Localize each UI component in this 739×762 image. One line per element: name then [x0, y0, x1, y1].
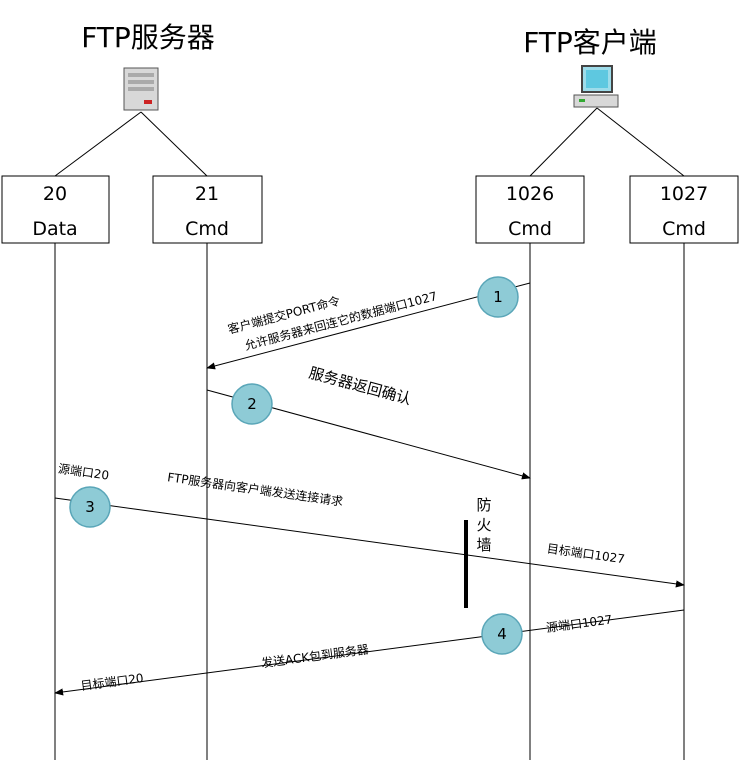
- port-box-20-data: 20 Data: [1, 175, 110, 244]
- port-label: Cmd: [185, 218, 229, 240]
- step-1-label: 客户端提交PORT命令 允许服务器来回连它的数据端口1027: [226, 288, 439, 353]
- step-4-marker: 4: [481, 613, 523, 655]
- port-number: 21: [195, 183, 219, 205]
- arrow-step-4: [54, 609, 685, 696]
- step-3-label: FTP服务器向客户端发送连接请求: [166, 469, 344, 509]
- step-2-marker: 2: [231, 383, 273, 425]
- step-3-source-port: 源端口20: [57, 462, 110, 483]
- step-2-label: 服务器返回确认: [307, 364, 413, 409]
- step-4-source-port: 源端口1027: [545, 613, 613, 636]
- port-number: 20: [43, 183, 67, 205]
- server-title: FTP服务器: [81, 21, 215, 54]
- port-label: Data: [32, 218, 77, 240]
- step-3-target-port: 目标端口1027: [546, 542, 626, 567]
- port-number: 1026: [506, 183, 554, 205]
- step-1-marker: 1: [477, 276, 519, 318]
- icon-connectors: [54, 107, 685, 177]
- svg-text:2: 2: [247, 395, 257, 413]
- step-4-label: 发送ACK包到服务器: [260, 641, 369, 670]
- arrow-step-1: [206, 282, 531, 370]
- port-label: Cmd: [662, 218, 706, 240]
- client-title: FTP客户端: [523, 26, 657, 59]
- arrow-step-3: [54, 497, 685, 588]
- lifelines: [54, 243, 685, 760]
- svg-text:1: 1: [493, 288, 503, 306]
- svg-text:3: 3: [85, 498, 95, 516]
- port-label: Cmd: [508, 218, 552, 240]
- server-icon: [123, 67, 159, 111]
- svg-text:防火墙: 防火墙: [476, 496, 491, 554]
- firewall-label: 防火墙: [476, 496, 491, 554]
- step-4-target-port: 目标端口20: [80, 671, 145, 693]
- step-3-marker: 3: [69, 486, 111, 528]
- port-number: 1027: [660, 183, 708, 205]
- port-box-1027-cmd: 1027 Cmd: [629, 175, 739, 244]
- port-box-21-cmd: 21 Cmd: [152, 175, 263, 244]
- port-box-1026-cmd: 1026 Cmd: [475, 175, 585, 244]
- desktop-computer-icon: [573, 65, 619, 108]
- svg-text:4: 4: [497, 625, 507, 643]
